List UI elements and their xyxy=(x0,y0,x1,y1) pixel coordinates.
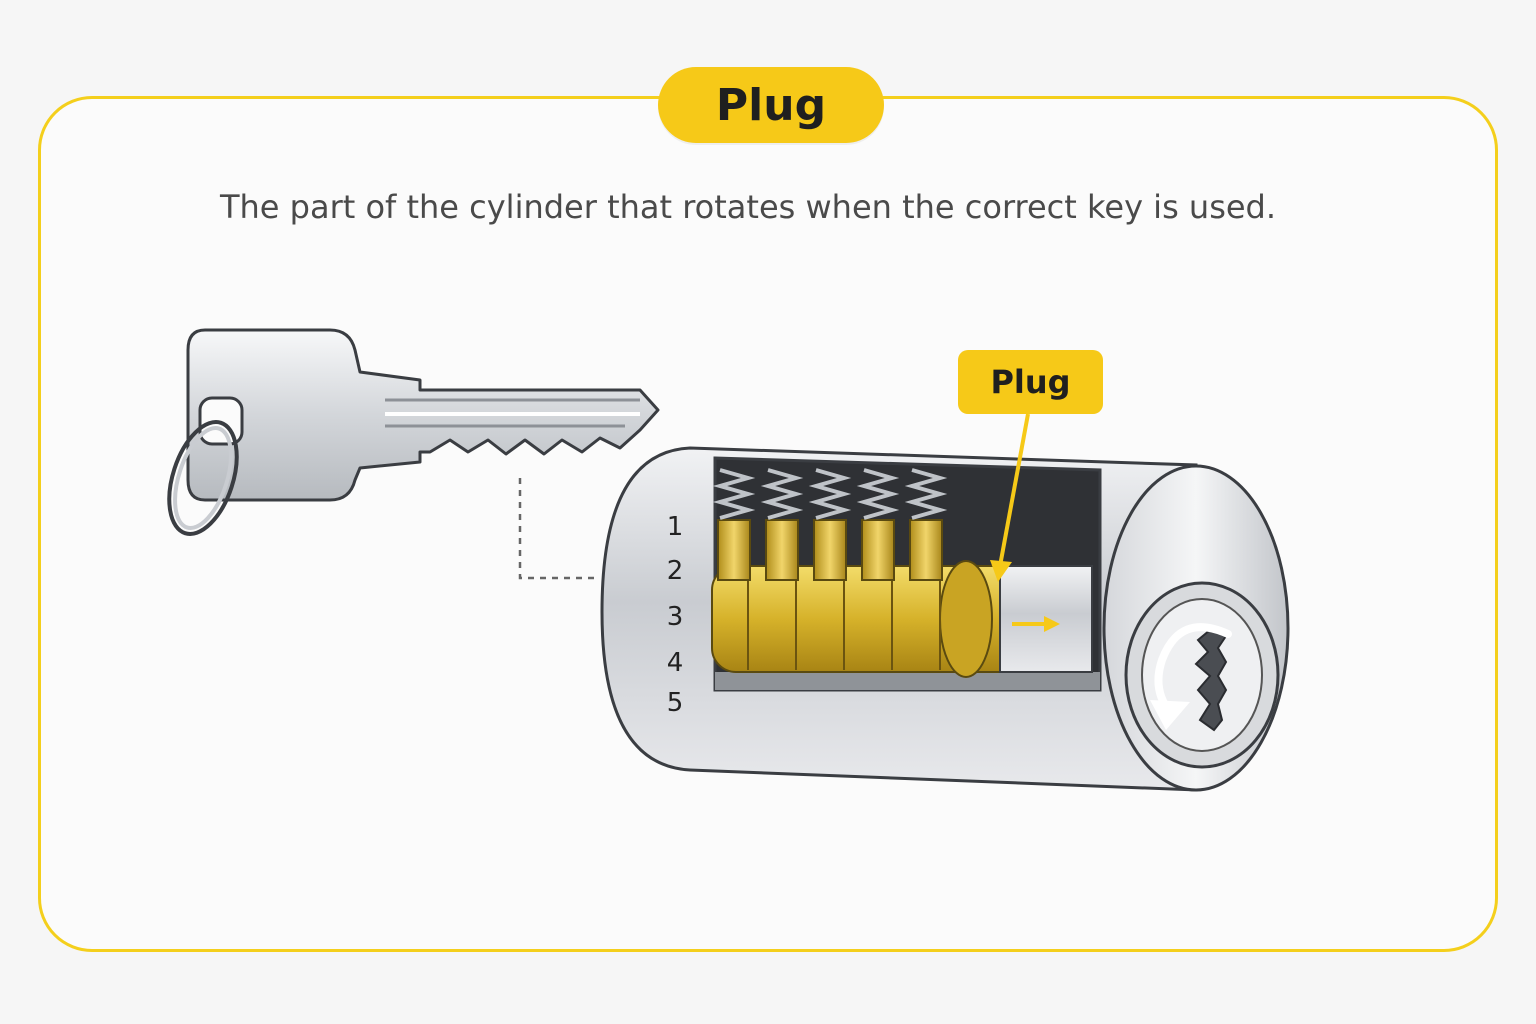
plug-callout-arrow xyxy=(990,413,1060,632)
pin-number-1: 1 xyxy=(666,512,684,542)
pin-stack-5 xyxy=(904,468,948,581)
title-badge: Plug xyxy=(658,67,884,143)
page-title: Plug xyxy=(715,79,827,131)
key-connector-line xyxy=(518,478,598,580)
description-text: The part of the cylinder that rotates wh… xyxy=(219,188,1277,226)
pin-number-2: 2 xyxy=(666,556,684,586)
lock-cylinder-icon xyxy=(600,446,1290,792)
pin-number-4: 4 xyxy=(666,648,684,678)
rotate-arrow-icon xyxy=(1150,623,1232,730)
key-icon xyxy=(167,328,660,536)
pin-number-5: 5 xyxy=(666,688,684,718)
pin-stack-2 xyxy=(760,468,804,581)
keyway xyxy=(1194,628,1228,732)
plug-callout-label: Plug xyxy=(958,350,1103,414)
pin-number-3: 3 xyxy=(666,602,684,632)
pin-stack-1 xyxy=(712,468,756,581)
pin-stack-4 xyxy=(856,468,900,581)
plug-callout-text: Plug xyxy=(990,363,1071,401)
pin-stack-3 xyxy=(808,468,852,581)
